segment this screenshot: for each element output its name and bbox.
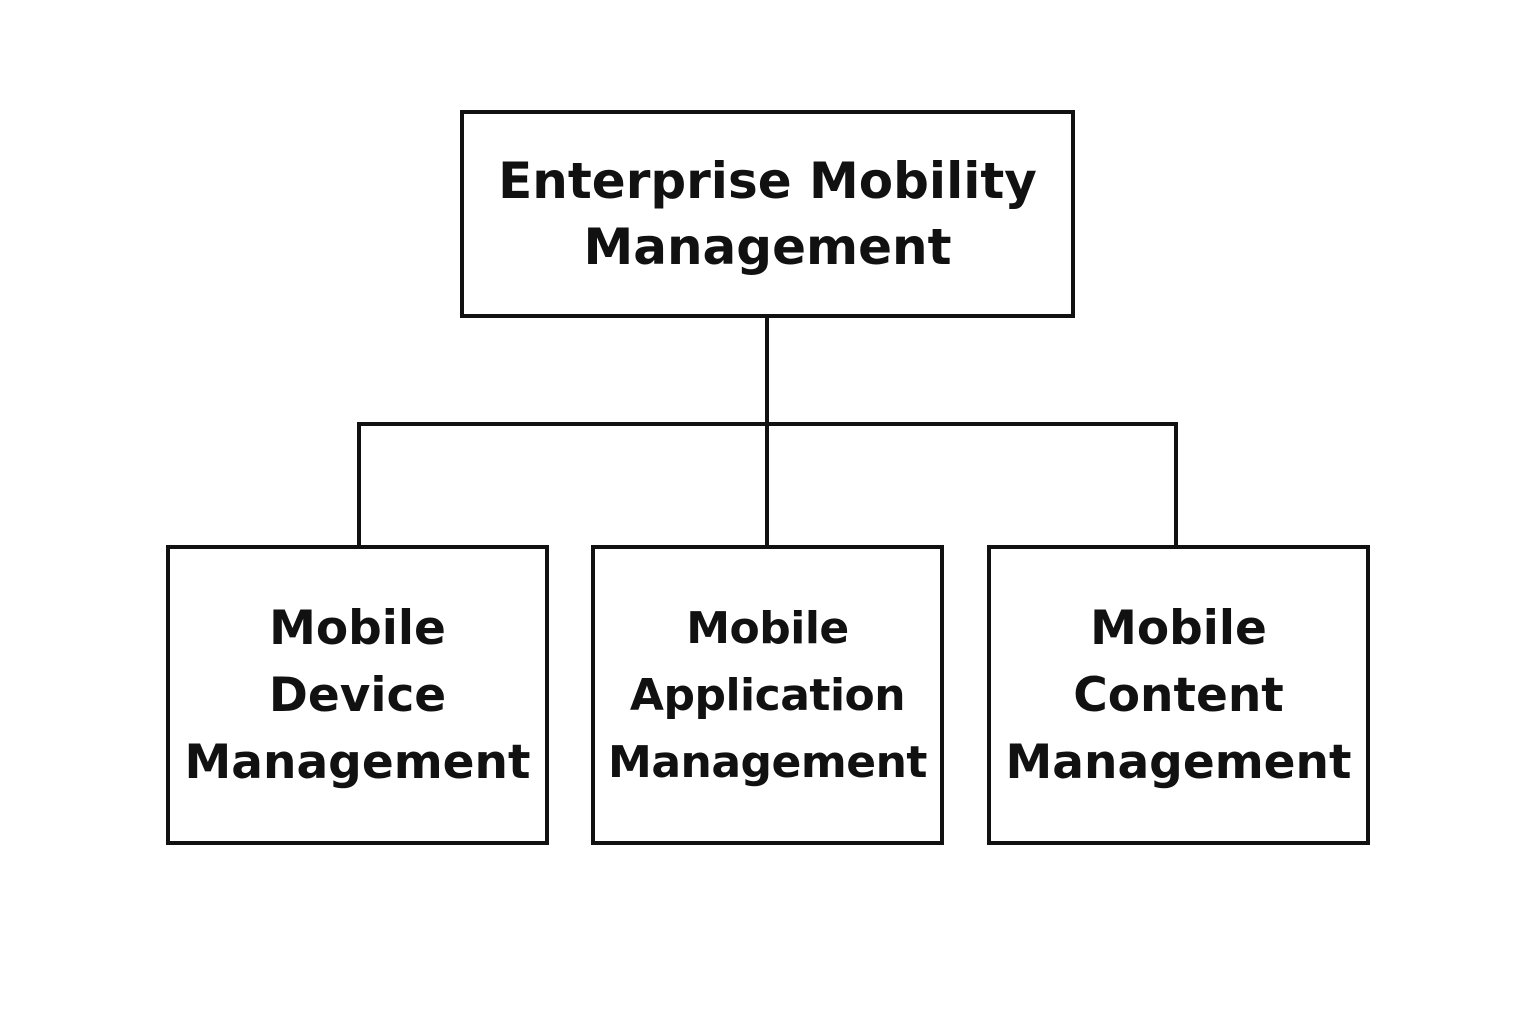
mcm-label-line-3: Management bbox=[1005, 734, 1352, 790]
mam-label-line-1: Mobile bbox=[686, 602, 849, 654]
mdm-label-line-3: Management bbox=[184, 734, 531, 790]
mobile-application-management-box: Mobile Application Management bbox=[591, 545, 944, 845]
mobile-device-management-box: Mobile Device Management bbox=[166, 545, 549, 845]
mam-label-line-3: Management bbox=[608, 736, 927, 788]
mdm-label-line-2: Device bbox=[268, 667, 447, 723]
enterprise-mobility-management-box: Enterprise Mobility Management bbox=[460, 110, 1075, 318]
mobile-content-management-box: Mobile Content Management bbox=[987, 545, 1370, 845]
root-label-line-2: Management bbox=[583, 218, 952, 276]
root-label-line-1: Enterprise Mobility bbox=[498, 152, 1037, 210]
mcm-label-line-2: Content bbox=[1073, 667, 1284, 723]
mdm-label-line-1: Mobile bbox=[269, 600, 446, 656]
mam-label-line-2: Application bbox=[629, 669, 906, 721]
mcm-label-line-1: Mobile bbox=[1090, 600, 1267, 656]
